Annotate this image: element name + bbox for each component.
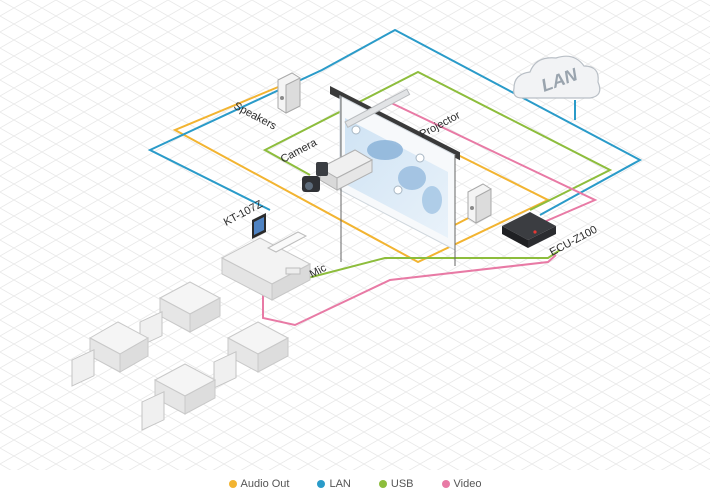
video-cable: [384, 99, 598, 229]
legend-dot: [378, 480, 387, 488]
projector: [318, 88, 411, 191]
usb-cable-to-desk: [299, 249, 561, 281]
student-desk-4: [141, 363, 217, 431]
lan-cloud: [513, 55, 601, 99]
legend-item: Video: [441, 478, 482, 490]
legend-item: USB: [378, 478, 414, 490]
student-desk-1: [139, 281, 222, 347]
legend-dot: [228, 480, 237, 488]
legend-dot: [441, 480, 450, 488]
usb-cable: [262, 70, 613, 211]
speaker-left: [277, 72, 301, 114]
ecu-z100-device: [502, 212, 556, 248]
student-desk-2: [71, 321, 150, 387]
kt-107z-panel: [252, 213, 266, 239]
grid-background: [0, 0, 710, 470]
projector-screen: [330, 85, 460, 266]
teacher-desk: [220, 231, 312, 301]
legend-label: Video: [453, 478, 482, 490]
legend-label: Audio Out: [240, 478, 290, 490]
legend: Audio Out LAN USB Video: [0, 478, 710, 490]
camera: [302, 162, 328, 192]
speaker-right: [467, 183, 492, 224]
legend-label: LAN: [329, 478, 351, 490]
legend-item: LAN: [317, 478, 351, 490]
video-cable-to-desk: [262, 254, 557, 327]
lan-cable: [147, 28, 643, 216]
legend-item: Audio Out: [228, 478, 290, 490]
legend-dot: [317, 480, 326, 488]
student-desk-3: [213, 321, 290, 389]
legend-label: USB: [390, 478, 414, 490]
